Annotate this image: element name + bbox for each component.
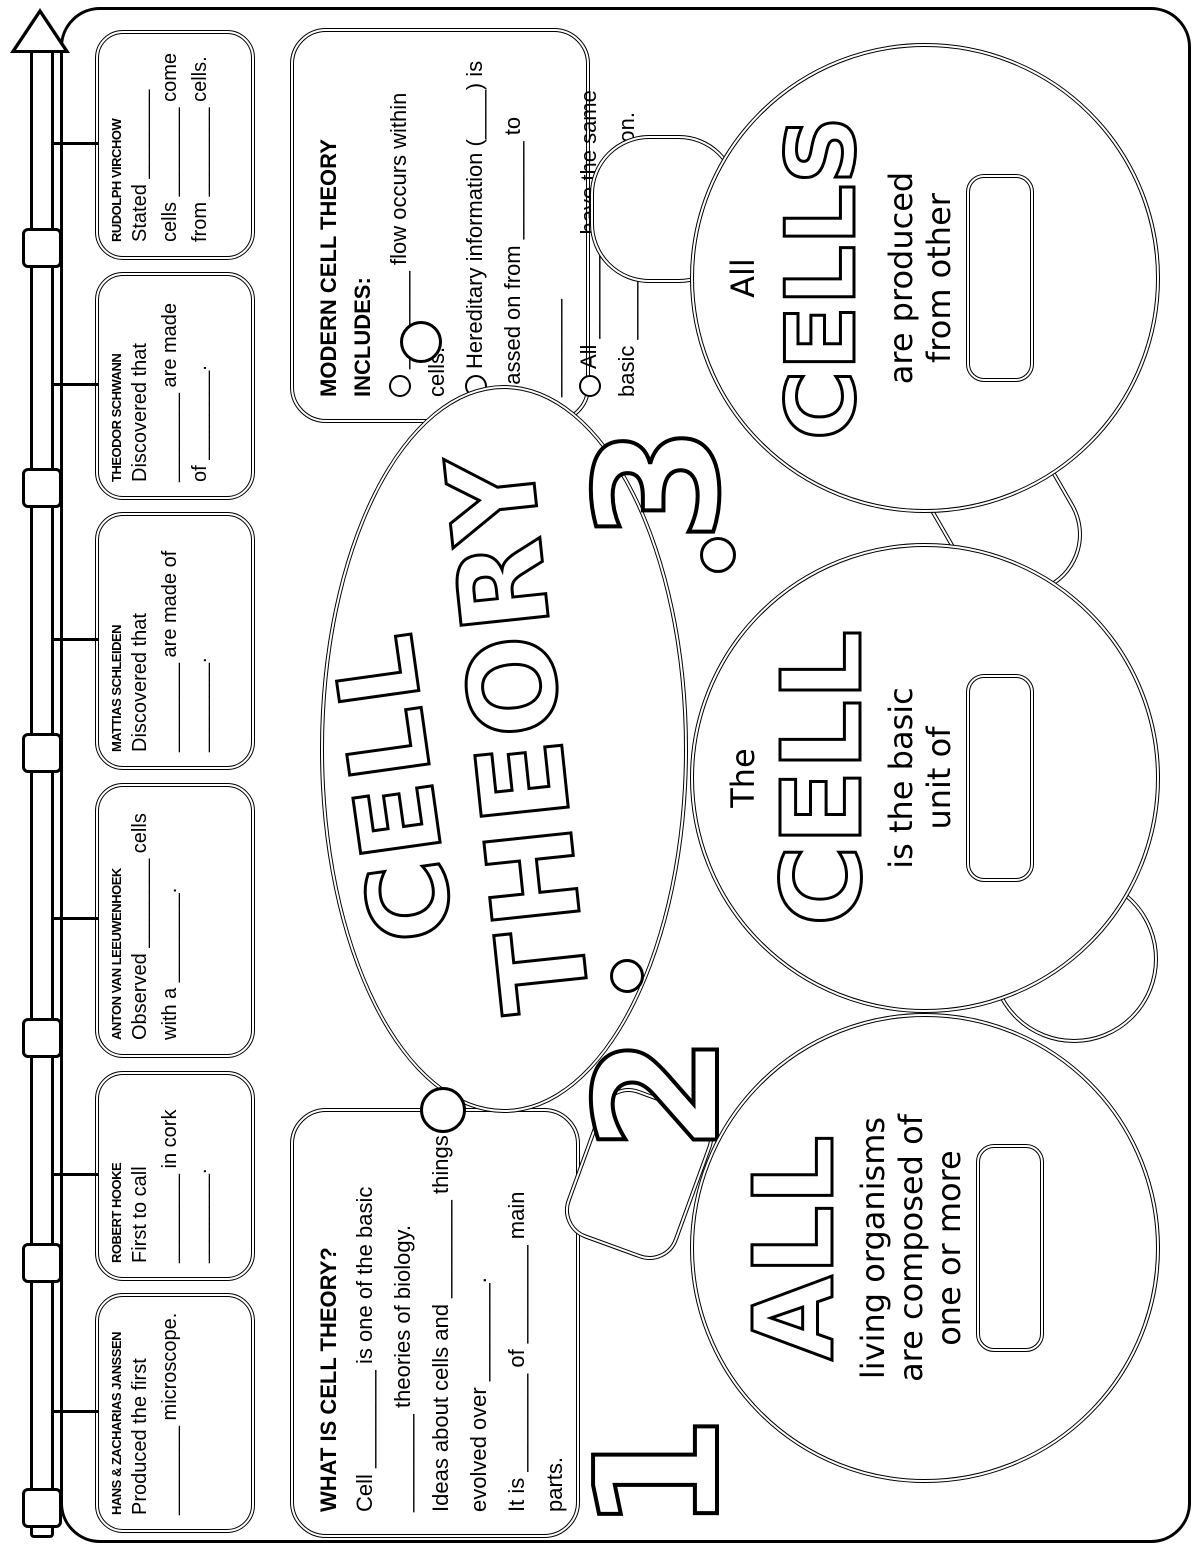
bubble	[400, 321, 442, 363]
fill-in-line: Ideas about cells and ________ things ev…	[428, 1135, 491, 1512]
timeline-knob	[22, 468, 62, 508]
principle-prefix: The	[724, 748, 762, 808]
list-item: Hereditary information (____) is passed …	[456, 54, 570, 397]
principle-3-circle: All CELLS are produced from other	[690, 43, 1160, 513]
timeline-card-schleiden: MATTIAS SCHLEIDEN Discovered that ______…	[54, 512, 255, 770]
scientist-fact: Produced the first ________ microscope.	[129, 1312, 181, 1515]
fill-in-line: Cell ________ is one of the basic ______…	[352, 1186, 415, 1512]
principle-keyword: CELL	[757, 628, 888, 927]
scientist-name: RUDOLPH VIRCHOW	[109, 118, 124, 242]
timeline-knob	[22, 228, 62, 268]
box-heading: MODERN CELL THEORY INCLUDES:	[316, 139, 375, 397]
timeline-knob	[22, 1018, 62, 1058]
scientist-name: HANS & ZACHARIAS JANSSEN	[109, 1331, 124, 1515]
timeline-card-schwann: THEODOR SCHWANN Discovered that ________…	[54, 272, 255, 500]
box-heading: WHAT IS CELL THEORY?	[316, 1247, 341, 1512]
scientist-fact: Discovered that ________ are made of ___…	[129, 302, 211, 482]
timeline-card-leeuwenhoek: ANTON VAN LEEUWENHOEK Observed ________ …	[54, 783, 255, 1058]
bullet-circle-icon	[389, 375, 412, 397]
what-is-cell-theory-box: WHAT IS CELL THEORY? Cell ________ is on…	[290, 1108, 580, 1538]
principle-text: is the basic unit of	[882, 687, 958, 869]
principle-prefix: All	[724, 258, 762, 298]
number-1: 1	[558, 1413, 760, 1535]
scientist-name: MATTIAS SCHLEIDEN	[109, 624, 124, 752]
scientist-fact: Stated ________ cells ________ come from…	[129, 52, 211, 242]
answer-blank[interactable]	[966, 174, 1034, 382]
timeline-card-janssen: HANS & ZACHARIAS JANSSEN Produced the fi…	[54, 1293, 255, 1533]
fill-in-line: Hereditary information (____) is passed …	[462, 60, 563, 397]
principle-keyword: CELLS	[766, 114, 879, 441]
scientist-name: THEODOR SCHWANN	[109, 353, 124, 482]
timeline-knob	[22, 1243, 62, 1283]
answer-blank[interactable]	[976, 1144, 1044, 1352]
timeline-card-hooke: ROBERT HOOKE First to call ________ in c…	[54, 1071, 255, 1281]
scientist-fact: First to call ________ in cork ________.	[129, 1109, 211, 1263]
principle-keyword: ALL	[729, 1134, 860, 1362]
answer-blank[interactable]	[966, 674, 1034, 882]
scientist-name: ROBERT HOOKE	[109, 1162, 124, 1263]
bubble	[610, 959, 644, 993]
modern-cell-theory-box: MODERN CELL THEORY INCLUDES: ________ fl…	[290, 28, 639, 423]
principle-1-circle: ALL living organisms are composed of one…	[690, 1013, 1160, 1483]
timeline-knob	[22, 733, 62, 773]
scientist-fact: Discovered that ________ are made of ___…	[129, 550, 211, 752]
arrow-right-icon	[10, 8, 70, 53]
bullet-circle-icon	[579, 375, 602, 397]
bubble	[420, 1087, 466, 1133]
scientist-name: ANTON VAN LEEUWENHOEK	[109, 868, 124, 1040]
principle-text: are produced from other	[882, 171, 958, 385]
principle-text: living organisms are composed of one or …	[854, 1114, 968, 1382]
principle-2-circle: The CELL is the basic unit of	[690, 543, 1160, 1013]
timeline-knob	[22, 1488, 62, 1528]
scientist-fact: Observed ________ cells with a ________.	[129, 813, 181, 1040]
timeline-card-virchow: RUDOLPH VIRCHOW Stated ________ cells __…	[54, 30, 255, 260]
